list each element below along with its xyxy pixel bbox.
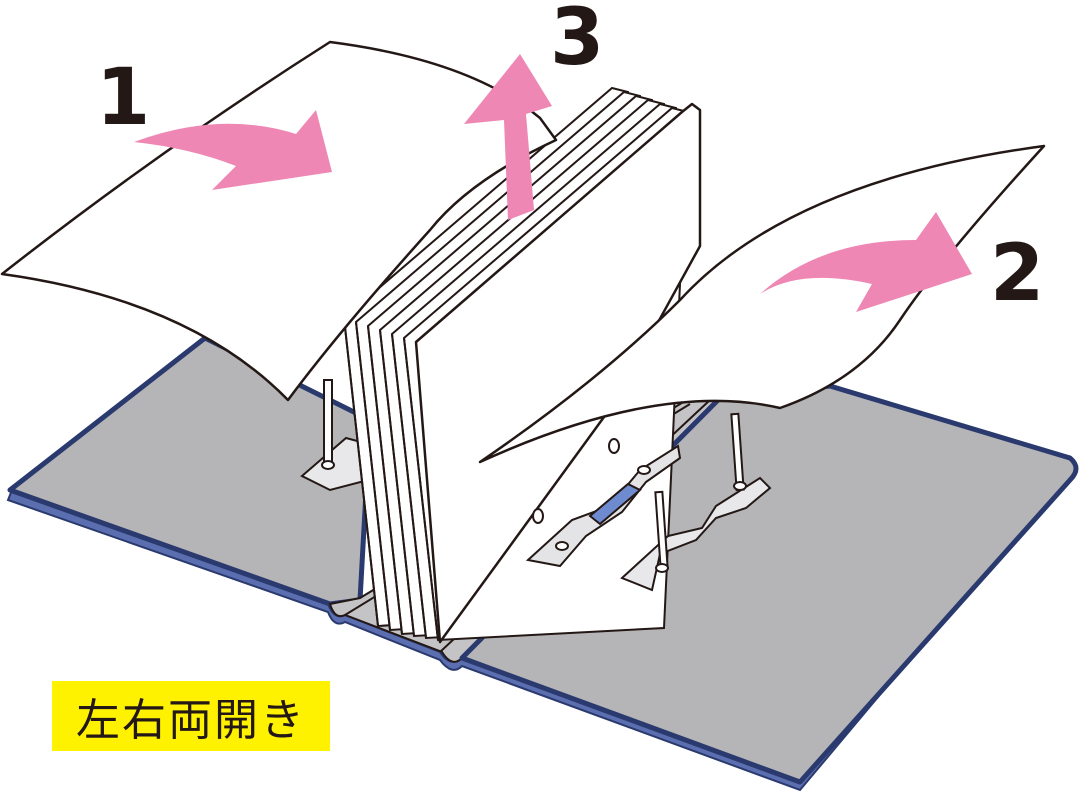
clip-highlight	[588, 482, 642, 526]
step-2-label: 2	[990, 229, 1044, 319]
front-page	[414, 102, 702, 644]
right-binding-mechanism	[525, 412, 772, 592]
step-3-label: 3	[550, 0, 604, 83]
caption-badge: 左右両開き	[52, 681, 330, 751]
arrow-1-icon	[134, 110, 332, 190]
left-sheet	[0, 40, 558, 402]
caption-text: 左右両開き	[76, 695, 306, 746]
left-binding-prong	[300, 379, 377, 492]
arrow-2-icon	[760, 212, 972, 312]
right-sheet	[478, 144, 1046, 464]
cover-right-board	[459, 383, 1079, 785]
step-1-label: 1	[96, 53, 150, 143]
arrow-3-icon	[464, 54, 552, 220]
